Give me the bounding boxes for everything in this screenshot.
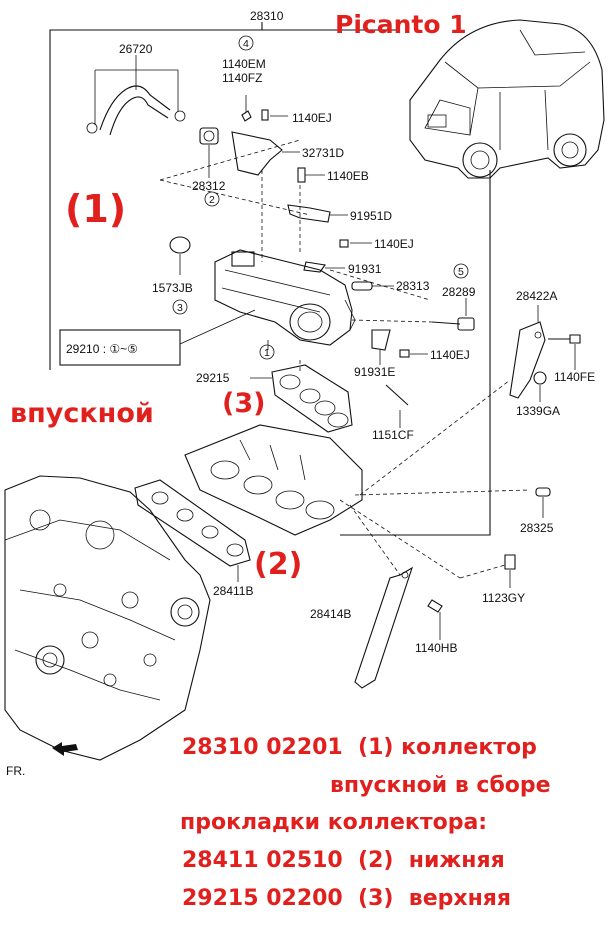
range-note-box [59, 329, 181, 366]
frame-outline [49, 22, 491, 536]
hose-26720 [86, 55, 186, 136]
label-1140FE: 1140FE [554, 370, 595, 384]
marker-1: (1) [65, 187, 126, 231]
model-title: Picanto 1 [335, 10, 467, 39]
bracket-91951D [287, 204, 348, 223]
label-1140EJ-a: 1140EJ [292, 111, 332, 125]
label-28325: 28325 [520, 521, 554, 535]
label-1140FZ: 1140FZ [222, 71, 262, 85]
label-28289: 28289 [442, 285, 476, 299]
fr-label: FR. [6, 764, 25, 778]
bracket-28422A [509, 305, 546, 399]
clip-91931 [303, 261, 345, 273]
label-91931: 91931 [348, 262, 382, 276]
front-arrow [52, 742, 78, 756]
label-1573JB: 1573JB [152, 281, 193, 295]
sensor-28289 [431, 298, 475, 331]
part-28313 [351, 281, 394, 291]
label-29215: 29215 [196, 371, 230, 385]
label-28414B: 28414B [310, 607, 351, 621]
circled-numbers: 4 2 3 1 5 [172, 35, 469, 360]
label-1140EM: 1140EM [222, 57, 266, 71]
range-note: 29210 : ①~⑤ [66, 342, 138, 356]
label-28312: 28312 [192, 179, 226, 193]
label-1140EB: 1140EB [327, 169, 369, 183]
label-28310: 28310 [250, 9, 284, 23]
engine-block [4, 475, 211, 761]
circled-4: 4 [243, 38, 249, 50]
label-1339GA: 1339GA [516, 404, 560, 418]
intake-manifold [214, 249, 356, 346]
gasket-29215 [271, 364, 353, 433]
marker-3: (3) [222, 388, 265, 419]
label-1123GY: 1123GY [482, 591, 525, 605]
label-1140HB: 1140HB [415, 641, 457, 655]
sensor-28312 [199, 127, 219, 178]
circled-5: 5 [458, 266, 464, 278]
circled-2: 2 [209, 194, 215, 206]
circled-1: 1 [264, 347, 270, 359]
caption-line-1: 28310 02201 (1) коллектор [182, 735, 537, 760]
label-28411B: 28411B [213, 584, 253, 598]
label-28422A: 28422A [516, 289, 557, 303]
caption-line-5: 29215 02200 (3) верхняя [182, 886, 512, 911]
side-label: впускной [10, 398, 154, 429]
gasket-28411B [134, 479, 251, 582]
label-1151CF: 1151CF [372, 428, 414, 442]
nut-1339GA [533, 371, 547, 402]
label-26720: 26720 [119, 42, 153, 56]
circled-3: 3 [177, 302, 183, 314]
clip-91931E [371, 329, 391, 365]
marker-2: (2) [254, 547, 302, 582]
bolts [241, 95, 581, 640]
part-labels: 28310 26720 1140EM 1140FZ 1140EJ 32731D … [66, 9, 595, 655]
lower-manifold [184, 424, 363, 536]
caption-line-2: впускной в сборе [330, 773, 551, 798]
bracket-32731D [231, 131, 300, 176]
label-91931E: 91931E [354, 365, 395, 379]
label-32731D: 32731D [302, 146, 344, 160]
leader-lines [179, 309, 272, 379]
label-91951D: 91951D [350, 209, 392, 223]
caption-line-3: прокладки коллектора: [180, 810, 488, 835]
dashed-guides [159, 139, 531, 579]
caption-line-4: 28411 02510 (2) нижняя [182, 848, 505, 873]
label-28313: 28313 [396, 279, 430, 293]
bracket-28414B [354, 566, 413, 689]
label-1140EJ-c: 1140EJ [430, 348, 470, 362]
plug-1573JB [169, 236, 191, 275]
label-1140EJ-b: 1140EJ [374, 237, 414, 251]
car-illustration [409, 19, 605, 179]
